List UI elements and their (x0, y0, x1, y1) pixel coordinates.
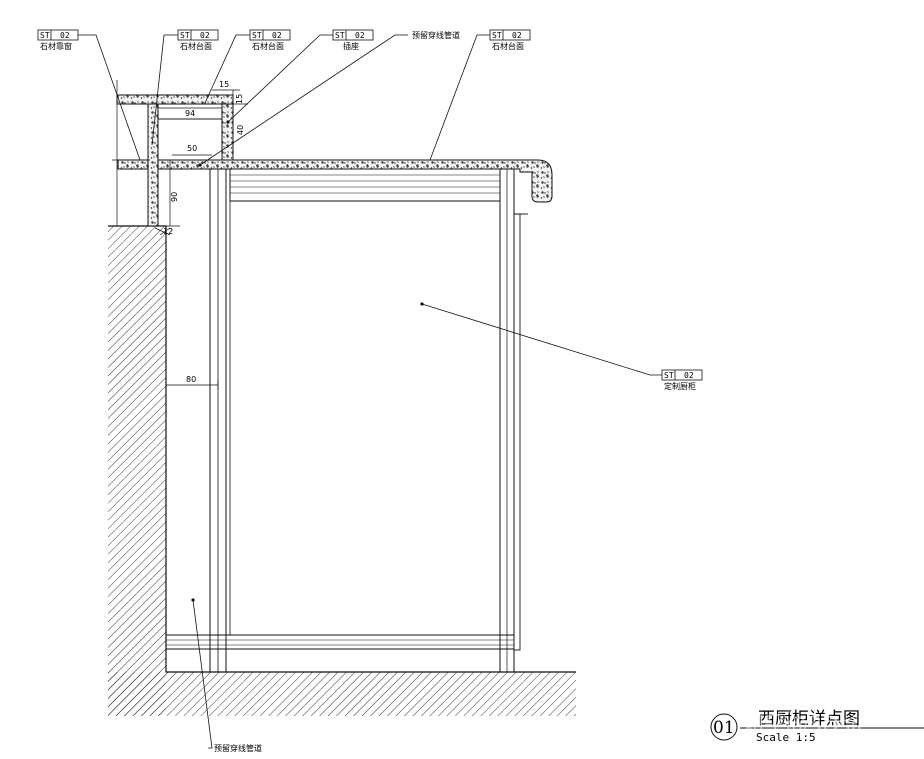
tag-label: 石材台面 (252, 41, 284, 51)
dim-80: 80 (186, 375, 196, 384)
drawing-title: 西厨柜详点图 (758, 709, 860, 729)
tag-label: 插座 (343, 41, 359, 51)
dim-12: 12 (163, 227, 173, 236)
dimension-texts: 15 15 94 40 50 90 12 80 (163, 80, 245, 384)
tag-label: 石材台面 (180, 41, 212, 51)
wall-hatch (108, 225, 576, 716)
tag-number: 02 (272, 31, 282, 40)
tag-label: 石材靠窗 (40, 41, 72, 51)
dim-15-vertical: 15 (235, 94, 244, 104)
title-block: 01 西厨柜详点图 Scale 1:5 (710, 709, 924, 744)
tag-number: 02 (512, 31, 522, 40)
tag-code: ST (492, 31, 502, 40)
tag-window-sill: ST 02 石材靠窗 (37, 29, 79, 51)
tag-number: 02 (60, 31, 70, 40)
tag-countertop-3: ST 02 石材台面 (489, 29, 531, 51)
tag-label: 预留穿线管道 (214, 743, 262, 753)
tag-code: ST (180, 31, 190, 40)
dimension-lines (112, 80, 248, 390)
cabinet-body (165, 168, 528, 673)
dim-40: 40 (236, 125, 245, 135)
dim-90: 90 (170, 192, 179, 202)
tag-custom-cabinet: ST 02 定制厨柜 (661, 369, 703, 391)
tag-number: 02 (684, 371, 694, 380)
drawing-number: 01 (713, 718, 735, 738)
watermark: 知乎@3Dsir (742, 713, 867, 738)
tag-code: ST (40, 31, 50, 40)
tag-number: 02 (200, 31, 210, 40)
leader-lines (78, 34, 662, 749)
tag-countertop-2: ST 02 石材台面 (249, 29, 291, 51)
tag-countertop-1: ST 02 石材台面 (177, 29, 219, 51)
tag-code: ST (252, 31, 262, 40)
tag-code: ST (335, 31, 345, 40)
dim-50: 50 (187, 144, 197, 153)
dim-15-horizontal: 15 (219, 80, 229, 89)
tag-reserved-conduit-top: 预留穿线管道 (412, 30, 460, 40)
tag-reserved-conduit-bottom: 预留穿线管道 (214, 743, 262, 753)
tag-label: 石材台面 (492, 41, 524, 51)
dim-94: 94 (185, 109, 195, 118)
tag-label: 定制厨柜 (664, 381, 696, 391)
tag-number: 02 (355, 31, 365, 40)
tag-label: 预留穿线管道 (412, 30, 460, 40)
drawing-scale: Scale 1:5 (756, 731, 816, 744)
leader-dots (191, 120, 424, 602)
tag-code: ST (664, 371, 674, 380)
tag-socket: ST 02 插座 (332, 29, 374, 51)
